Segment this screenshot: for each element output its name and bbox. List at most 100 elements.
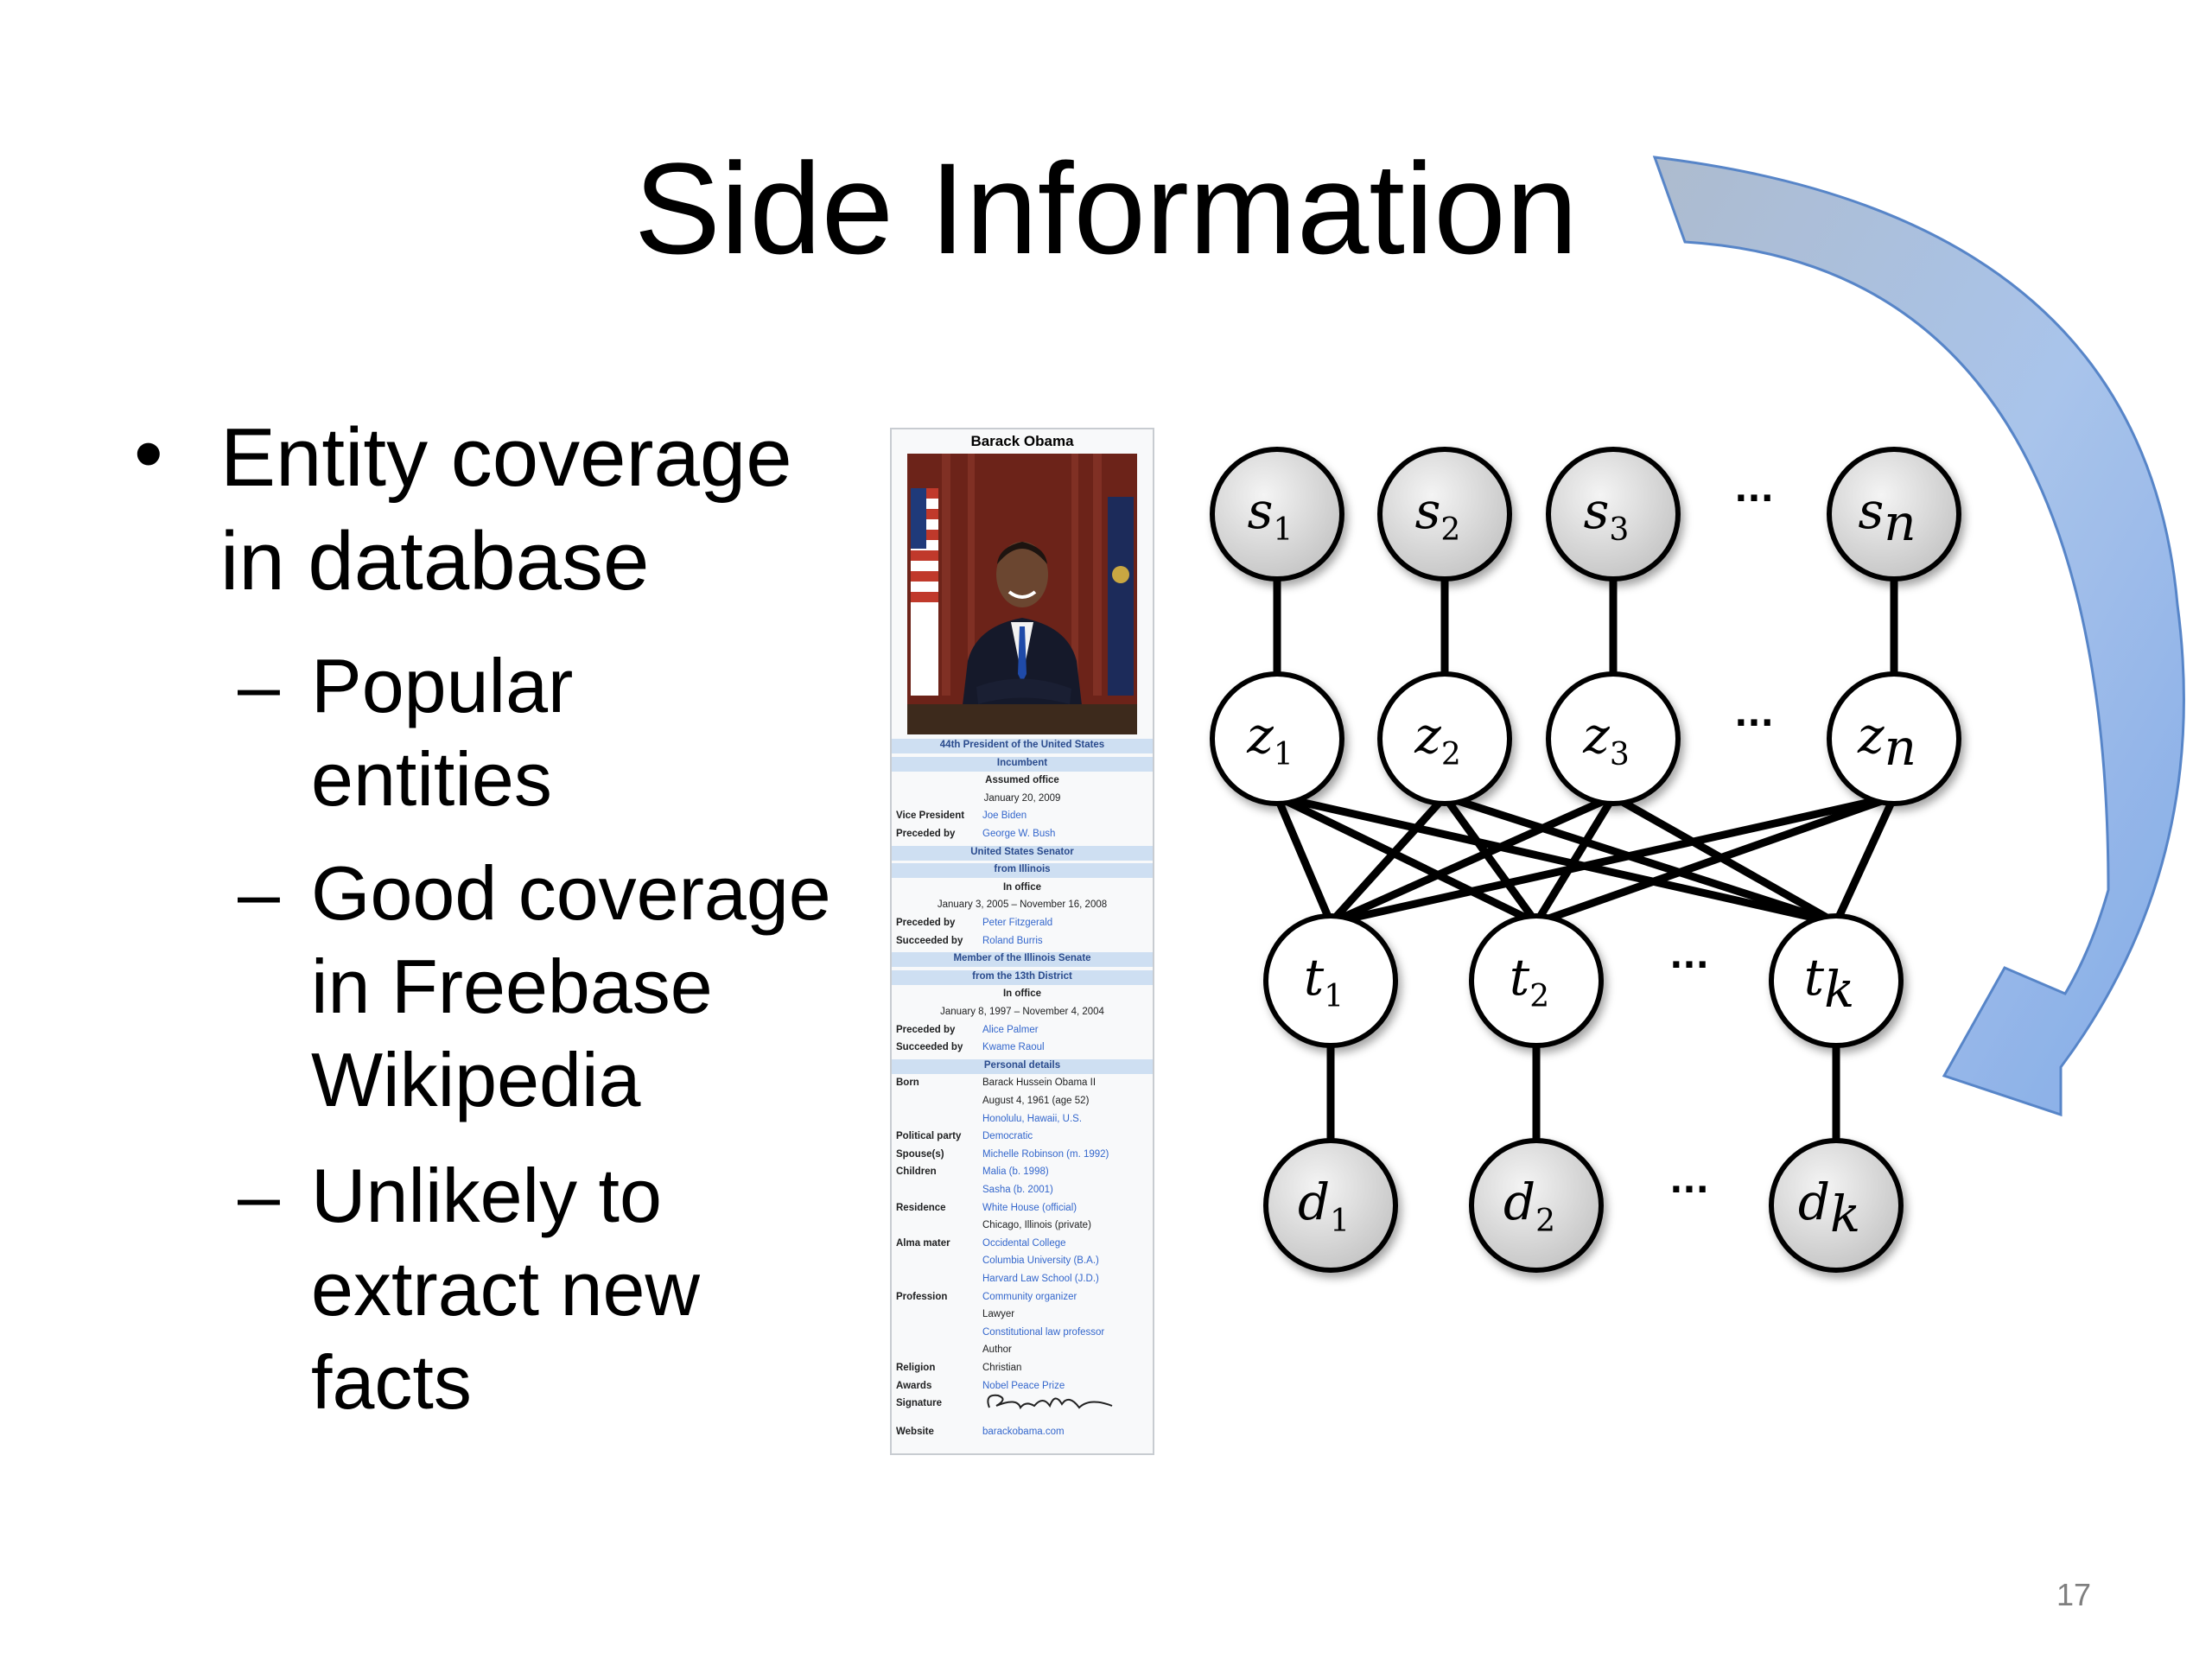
node-s-label: sn: [1858, 481, 1916, 552]
infobox-field-link[interactable]: Nobel Peace Prize: [982, 1380, 1065, 1391]
infobox-field-link[interactable]: White House (official): [982, 1202, 1077, 1213]
node-d: d2: [1469, 1138, 1604, 1273]
infobox-field-label: Spouse(s): [896, 1148, 944, 1160]
node-t-circle: [1263, 913, 1398, 1048]
node-z-circle: [1377, 671, 1512, 806]
node-t: tk: [1769, 913, 1904, 1048]
infobox-field-link[interactable]: Democratic: [982, 1131, 1033, 1142]
infobox-field-value: August 4, 1961 (age 52): [982, 1096, 1090, 1106]
edge-z-t: [1273, 795, 1335, 925]
infobox-center-text: Assumed office: [985, 775, 1059, 786]
infobox-section-header: Personal details: [892, 1058, 1153, 1074]
infobox-field-link[interactable]: Peter Fitzgerald: [982, 918, 1053, 928]
infobox-field-link[interactable]: Joe Biden: [982, 810, 1027, 822]
node-t-circle: [1769, 913, 1904, 1048]
edge-z-t: [1276, 792, 1837, 927]
infobox-field-label: Vice President: [896, 810, 965, 822]
node-s-label: s1: [1248, 481, 1294, 548]
edge-z-t: [1327, 793, 1448, 926]
edge-z-t: [1329, 792, 1615, 927]
infobox-field: Succeeded by Roland Burris: [892, 935, 1153, 950]
infobox-field-link[interactable]: Constitutional law professor: [982, 1326, 1105, 1338]
infobox-field-label: Website: [896, 1426, 934, 1437]
ellipsis-t: ···: [1669, 945, 1709, 985]
infobox-field-link[interactable]: Columbia University (B.A.): [982, 1255, 1099, 1267]
infobox-field-label: Succeeded by: [896, 935, 963, 946]
node-s-circle: [1377, 447, 1512, 582]
node-d-label: d2: [1503, 1173, 1555, 1239]
infobox-field-link[interactable]: Occidental College: [982, 1237, 1066, 1249]
infobox-field-link[interactable]: Alice Palmer: [982, 1024, 1039, 1035]
node-z-label: z1: [1246, 706, 1293, 772]
infobox-field-link[interactable]: Malia (b. 1998): [982, 1166, 1049, 1178]
node-d-circle: [1769, 1138, 1904, 1273]
infobox-field-link[interactable]: George W. Bush: [982, 829, 1056, 839]
edge-z-t: [1533, 794, 1617, 925]
node-t-label: t2: [1510, 948, 1549, 1014]
node-t-label: t1: [1304, 948, 1344, 1014]
infobox-field-label: Religion: [896, 1363, 936, 1373]
edge-z-t: [1443, 792, 1838, 927]
infobox-section-header: United States Senator: [892, 845, 1153, 861]
infobox-field-label: Born: [896, 1077, 919, 1089]
infobox-field: Honolulu, Hawaii, U.S.: [892, 1113, 1153, 1128]
infobox-field-label: Signature: [896, 1398, 943, 1409]
infobox-field-link[interactable]: Honolulu, Hawaii, U.S.: [982, 1113, 1083, 1124]
node-s: s1: [1210, 447, 1344, 582]
node-d-circle: [1469, 1138, 1604, 1273]
infobox-title: Barack Obama: [970, 433, 1074, 449]
infobox-field: Author: [892, 1344, 1153, 1358]
portrait-photo: [907, 454, 1137, 734]
node-s-label: s2: [1415, 481, 1461, 548]
infobox-field-link[interactable]: Sasha (b. 2001): [982, 1185, 1053, 1195]
main-bullet-text: Entity coverage in database: [220, 406, 792, 613]
infobox-field: Chicago, Illinois (private): [892, 1219, 1153, 1234]
node-d-label: d1: [1298, 1173, 1350, 1239]
infobox-section-header: Member of the Illinois Senate: [892, 952, 1153, 968]
infobox-field-label: Preceded by: [896, 829, 956, 839]
infobox-field-link[interactable]: Harvard Law School (J.D.): [982, 1274, 1099, 1284]
infobox-field-value: Author: [982, 1344, 1012, 1356]
infobox-field: Succeeded by Kwame Raoul: [892, 1041, 1153, 1056]
node-s: sn: [1827, 447, 1961, 582]
infobox-field: Spouse(s) Michelle Robinson (m. 1992): [892, 1148, 1153, 1163]
infobox-field-label: Succeeded by: [896, 1042, 963, 1053]
infobox-field: Sasha (b. 2001): [892, 1184, 1153, 1198]
infobox-field: Religion Christian: [892, 1362, 1153, 1376]
infobox-field-label: Preceded by: [896, 918, 956, 928]
infobox-field-link[interactable]: Michelle Robinson (m. 1992): [982, 1148, 1109, 1160]
infobox-section-header: Incumbent: [892, 756, 1153, 772]
infobox-center-text: January 8, 1997 – November 4, 2004: [940, 1007, 1104, 1017]
infobox-center-text: In office: [1002, 881, 1042, 893]
signature-image: [987, 1394, 1113, 1410]
infobox-field-link[interactable]: Roland Burris: [982, 935, 1043, 946]
infobox-field-link[interactable]: Community organizer: [982, 1291, 1077, 1302]
node-z-label: z2: [1414, 706, 1460, 772]
node-s: s2: [1377, 447, 1512, 582]
infobox-field-label: Preceded by: [896, 1024, 956, 1035]
sub-bullet-line: in Freebase: [311, 944, 713, 1029]
sub-bullet-line: Wikipedia: [311, 1037, 641, 1122]
infobox-field-link[interactable]: barackobama.com: [982, 1426, 1065, 1437]
sub-bullet-line: Unlikely to: [311, 1153, 662, 1238]
sub-bullet-dash: –: [238, 850, 280, 936]
node-s-label: s3: [1584, 481, 1630, 548]
edge-z-t: [1330, 792, 1895, 927]
edge-layer: [1273, 579, 1898, 1141]
sub-bullet-line: Popular: [311, 643, 574, 728]
ellipsis-z: ···: [1734, 703, 1774, 743]
node-z-circle: [1827, 671, 1961, 806]
infobox-field-value: Chicago, Illinois (private): [982, 1220, 1091, 1231]
node-d: dk: [1769, 1138, 1904, 1273]
infobox-field-value: Christian: [982, 1363, 1022, 1373]
node-t-circle: [1469, 913, 1604, 1048]
infobox-field-value: Lawyer: [982, 1309, 1015, 1320]
infobox-field-link[interactable]: Kwame Raoul: [982, 1042, 1045, 1053]
node-z: zn: [1827, 671, 1961, 806]
sub-bullet-dash: –: [238, 1153, 280, 1238]
